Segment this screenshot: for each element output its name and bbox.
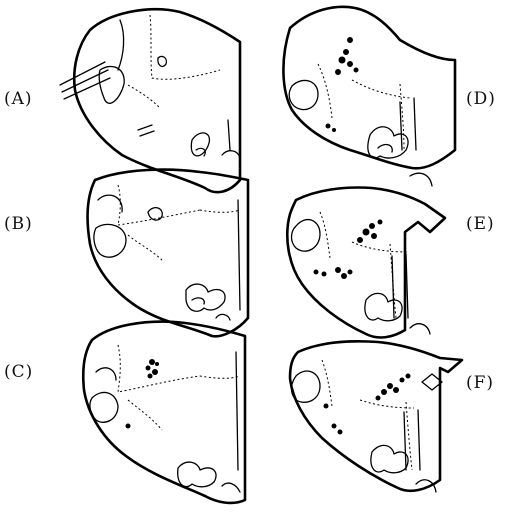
panel-label-e: (E) (466, 214, 495, 234)
section-f (290, 341, 462, 492)
section-b (87, 170, 248, 337)
panel-label-f: (F) (466, 373, 494, 393)
panel-label-b: (B) (4, 214, 33, 234)
panel-label-c: (C) (4, 362, 33, 382)
panel-label-a: (A) (4, 89, 33, 109)
section-a (60, 9, 240, 192)
panel-label-d: (D) (466, 89, 496, 109)
section-d (283, 7, 455, 186)
section-e (287, 188, 445, 338)
section-c (83, 322, 245, 503)
